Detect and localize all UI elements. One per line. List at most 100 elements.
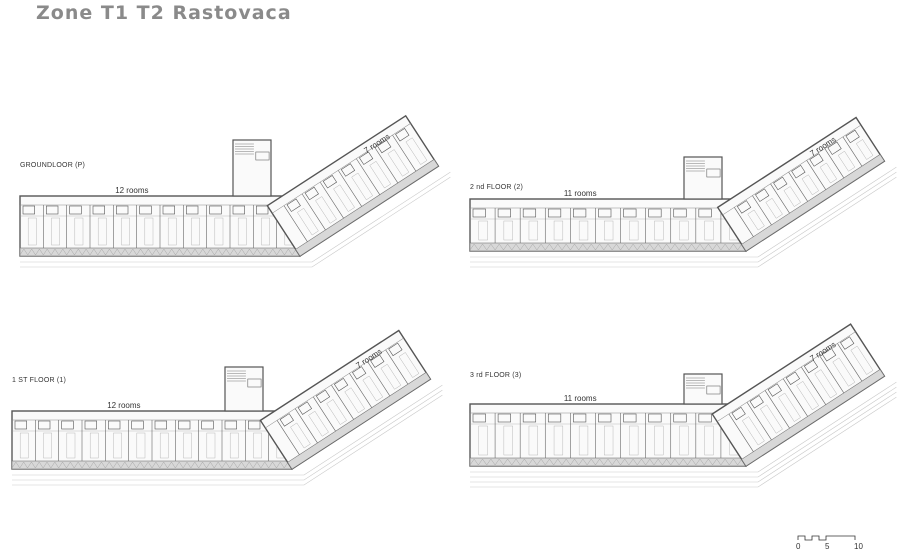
balcony-rail <box>720 458 730 466</box>
balcony-rail <box>586 243 596 251</box>
balcony-rail <box>27 248 36 256</box>
stair-core <box>683 156 723 200</box>
bed <box>856 139 874 160</box>
bed <box>814 369 838 399</box>
bed <box>553 425 564 456</box>
bathroom <box>209 205 222 215</box>
straight-rooms-label: 12 rooms <box>115 186 148 195</box>
bed <box>121 217 130 246</box>
bathroom <box>821 348 837 362</box>
bathroom <box>673 413 687 423</box>
bed <box>253 432 262 459</box>
bed <box>796 381 819 411</box>
bed <box>503 220 513 241</box>
balcony-rail <box>50 248 60 256</box>
bed <box>528 425 538 456</box>
room-wall <box>837 343 863 382</box>
balcony-rail <box>97 461 106 469</box>
balcony-rail <box>136 461 145 469</box>
balcony-rail <box>175 461 184 469</box>
bed <box>290 422 311 449</box>
bathroom <box>648 208 662 218</box>
balcony-rail <box>729 458 738 466</box>
balcony-rail <box>520 243 529 251</box>
balcony-rail <box>687 458 696 466</box>
balcony-rail <box>628 458 638 466</box>
room-wall <box>819 355 845 394</box>
balcony-rail <box>511 458 521 466</box>
balcony-rail <box>82 248 91 256</box>
balcony-rail <box>662 243 671 251</box>
bed <box>578 220 589 241</box>
bed <box>113 432 122 459</box>
balcony-rail <box>97 248 106 256</box>
bed <box>333 184 355 212</box>
balcony-rail <box>182 461 192 469</box>
balcony-rail <box>66 248 75 256</box>
bed <box>747 209 765 231</box>
bathroom <box>809 153 824 167</box>
room-wall <box>276 420 300 455</box>
balcony-rail <box>19 461 28 469</box>
bathroom <box>84 420 97 430</box>
balcony-rail <box>276 248 285 256</box>
diagonal-balcony <box>287 372 431 470</box>
elevator <box>255 151 270 161</box>
bathroom <box>827 141 842 155</box>
balcony-rail <box>152 248 161 256</box>
balcony-rail <box>662 458 671 466</box>
corridor-line <box>722 124 862 216</box>
balcony-rail <box>222 248 231 256</box>
bathroom <box>186 205 199 215</box>
diagonal-body <box>711 323 886 467</box>
balcony-rail <box>486 458 496 466</box>
room-wall <box>356 158 381 195</box>
corridor-line <box>716 331 856 422</box>
bathroom <box>803 359 819 374</box>
bathroom <box>286 198 301 212</box>
balcony-rail <box>678 243 688 251</box>
room-wall <box>734 207 754 237</box>
bed <box>478 220 488 241</box>
balcony-rail <box>58 248 67 256</box>
straight-rooms-label: 11 rooms <box>564 394 597 403</box>
bathroom <box>279 413 294 427</box>
bed <box>654 425 664 456</box>
bathroom <box>785 371 801 386</box>
room-wall <box>374 146 399 184</box>
bathroom <box>315 389 331 404</box>
scale-tick-0: 0 <box>796 542 801 551</box>
room-wall <box>782 378 808 417</box>
bathroom <box>131 420 144 430</box>
bed <box>51 217 60 246</box>
bed <box>387 149 410 177</box>
balcony-rail <box>268 248 277 256</box>
bed <box>89 432 99 459</box>
balcony-rail <box>637 458 646 466</box>
terrace-line <box>470 166 897 258</box>
bathroom <box>773 176 788 191</box>
balcony-rail <box>19 248 28 256</box>
straight-wing <box>469 198 747 252</box>
bathroom <box>340 163 356 177</box>
stair-core <box>232 139 272 197</box>
stair-core <box>224 366 264 412</box>
bed <box>19 432 29 459</box>
balcony-rail <box>494 458 504 466</box>
bathroom <box>224 420 237 430</box>
balcony-rail <box>603 458 613 466</box>
bathroom <box>178 420 191 430</box>
balcony-rail <box>105 461 114 469</box>
balcony-rail <box>528 458 538 466</box>
bathroom <box>69 205 82 215</box>
bathroom <box>623 208 637 218</box>
terrace-line <box>470 176 897 268</box>
bathroom <box>472 413 486 423</box>
bathroom <box>573 208 587 218</box>
bed <box>405 137 428 165</box>
balcony-rail <box>653 243 663 251</box>
balcony-rail <box>159 248 168 256</box>
balcony-rail <box>11 461 20 469</box>
bed <box>369 161 392 189</box>
